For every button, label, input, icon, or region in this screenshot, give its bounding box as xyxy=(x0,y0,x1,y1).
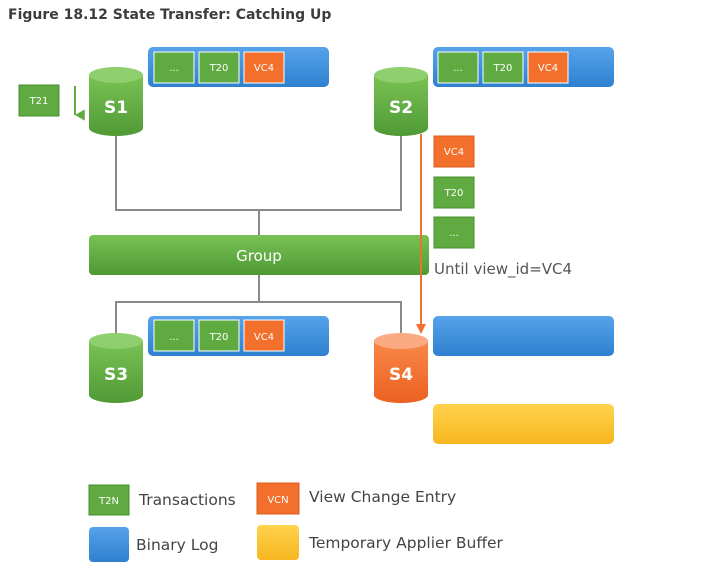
log-entry xyxy=(198,51,240,84)
legend-transaction-chip: T2N xyxy=(98,496,119,507)
applier-buffer-s4 xyxy=(433,404,614,444)
log-entry xyxy=(482,51,524,84)
server-s1-label: S1 xyxy=(104,98,128,118)
log-entry-text: T20 xyxy=(493,63,513,74)
log-entry xyxy=(153,319,195,352)
transaction-chip xyxy=(18,84,60,117)
server-s4-label: S4 xyxy=(389,365,413,385)
server-s3: S3 xyxy=(89,333,143,403)
incoming-transaction: T21 xyxy=(18,84,85,121)
s3-connector xyxy=(115,301,402,340)
server-s3-label: S3 xyxy=(104,365,128,385)
log-entry-text: VC4 xyxy=(254,63,274,74)
group-bar: Group xyxy=(89,235,429,275)
connection-lines xyxy=(115,128,402,340)
log-entry xyxy=(437,51,479,84)
binlog-s1: ... T20 VC4 xyxy=(148,47,329,87)
legend-binary-log-label: Binary Log xyxy=(136,536,218,554)
binlog-s4 xyxy=(433,316,614,356)
server-s2-label: S2 xyxy=(389,98,413,118)
state-transfer-arrow xyxy=(416,134,426,334)
stack-entry-text: ... xyxy=(449,228,459,239)
log-entry-text: ... xyxy=(169,332,179,343)
binlog-s3: ... T20 VC4 xyxy=(148,316,329,356)
transfer-stack: VC4 T20 ... xyxy=(433,135,475,249)
until-view-label: Until view_id=VC4 xyxy=(434,260,572,279)
s1-connector xyxy=(115,128,259,211)
legend-view-change-label: View Change Entry xyxy=(309,488,456,506)
s2-connector xyxy=(259,128,402,211)
log-entry xyxy=(243,319,285,352)
server-s4: S4 xyxy=(374,333,428,403)
stack-entry xyxy=(433,176,475,209)
log-entry xyxy=(198,319,240,352)
log-entry-text: T20 xyxy=(209,63,229,74)
log-entry xyxy=(153,51,195,84)
log-entry-text: VC4 xyxy=(254,332,274,343)
log-entry-text: T20 xyxy=(209,332,229,343)
arrow-down-icon xyxy=(416,324,426,334)
stack-entry xyxy=(433,216,475,249)
legend-transaction-label: Transactions xyxy=(138,491,236,509)
log-entry-text: VC4 xyxy=(538,63,558,74)
legend-view-change-swatch xyxy=(256,482,300,515)
legend-applier-buffer-label: Temporary Applier Buffer xyxy=(308,534,504,552)
server-s2: S2 xyxy=(374,67,428,136)
legend-binary-log-swatch xyxy=(89,527,129,562)
figure-title: Figure 18.12 State Transfer: Catching Up xyxy=(8,7,332,23)
group-label: Group xyxy=(236,247,282,265)
log-entry xyxy=(243,51,285,84)
legend: T2N Transactions VCN View Change Entry B… xyxy=(88,482,504,562)
legend-applier-buffer-swatch xyxy=(257,525,299,560)
server-s1: S1 xyxy=(89,67,143,136)
stack-entry-text: T20 xyxy=(444,188,464,199)
log-entry xyxy=(527,51,569,84)
log-entry-text: ... xyxy=(169,63,179,74)
binlog-s2: ... T20 VC4 xyxy=(433,47,614,87)
transaction-chip-text: T21 xyxy=(29,96,49,107)
legend-view-change-chip: VCN xyxy=(267,495,288,506)
legend-transaction-swatch xyxy=(88,484,130,516)
log-entry-text: ... xyxy=(453,63,463,74)
stack-entry xyxy=(433,135,475,168)
stack-entry-text: VC4 xyxy=(444,147,464,158)
